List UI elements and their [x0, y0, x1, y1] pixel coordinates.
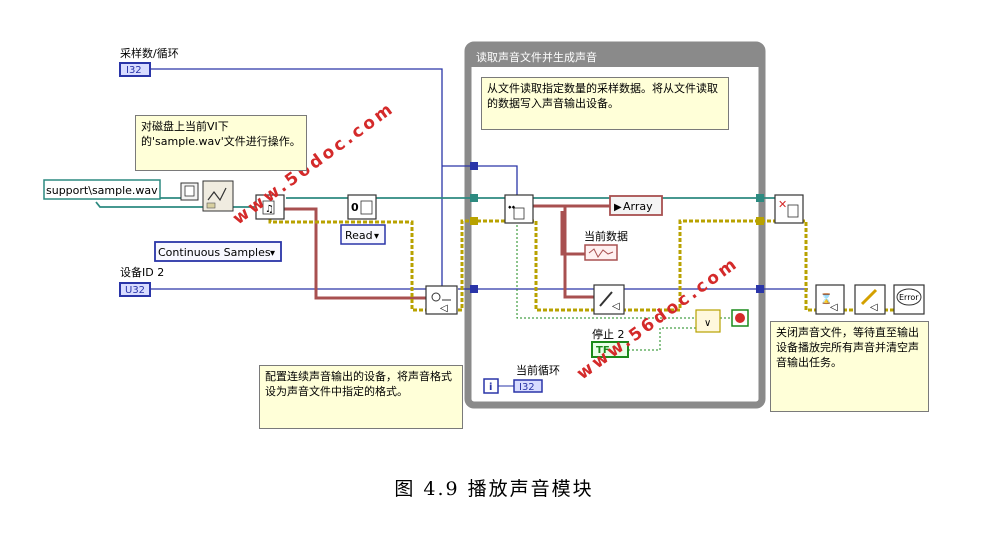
file-note: 对磁盘上当前VI下的'sample.wav'文件进行操作。 [135, 115, 307, 171]
svg-text:I32: I32 [519, 382, 535, 393]
svg-text:⬩⬩: ⬩⬩ [508, 202, 516, 213]
svg-text:♫: ♫ [265, 204, 274, 215]
svg-text:0: 0 [351, 201, 359, 214]
stop-label: 停止 2 [592, 327, 625, 341]
close-note: 关闭声音文件，等待直至输出设备播放完所有声音并清空声音输出任务。 [770, 321, 929, 412]
svg-text:TF: TF [596, 345, 610, 356]
waveform-icon: ▶ [614, 202, 622, 213]
svg-text:I32: I32 [126, 65, 142, 76]
chevron-down-icon: ▾ [270, 248, 275, 259]
current-data-label: 当前数据 [584, 229, 628, 243]
sound-file-read-node[interactable]: ⬩⬩ [504, 194, 534, 224]
read-mode-ring[interactable]: Read ▾ [340, 224, 386, 245]
current-vi-path-node[interactable] [180, 182, 199, 201]
file-path-constant[interactable]: support\sample.wav [43, 179, 161, 200]
svg-text:i: i [489, 382, 492, 393]
samples-per-loop-terminal[interactable]: I32 [119, 62, 151, 77]
sound-file-close-node[interactable]: ✕ [774, 194, 804, 224]
figure-caption: 图 4.9 播放声音模块 [394, 478, 594, 500]
svg-text:U32: U32 [125, 285, 145, 296]
sound-output-write-node[interactable]: ◁ [593, 284, 625, 315]
device-id-label: 设备ID 2 [120, 265, 164, 279]
speaker-icon: ◁ [830, 302, 838, 313]
svg-text:∨: ∨ [704, 318, 711, 329]
sample-mode-enum[interactable]: Continuous Samples ▾ [154, 241, 282, 262]
sound-file-info-node[interactable]: 0 [347, 194, 377, 220]
file-path-text: support\sample.wav [46, 184, 158, 197]
loop-tunnels [470, 162, 764, 293]
simple-error-handler[interactable]: Error [893, 284, 925, 315]
loop-note: 从文件读取指定数量的采样数据。将从文件读取的数据写入声音输出设备。 [481, 77, 729, 130]
iteration-terminal[interactable]: i I32 [483, 378, 543, 394]
sample-mode-text: Continuous Samples [158, 246, 271, 259]
hourglass-icon: ⌛ [820, 292, 832, 305]
sound-output-configure-node[interactable]: ◁ [425, 285, 458, 315]
sound-file-open-node[interactable]: ♫ [255, 194, 285, 220]
current-loop-label: 当前循环 [516, 363, 560, 377]
wire-boolean [516, 221, 734, 351]
stop-button-terminal[interactable]: TF [591, 341, 629, 358]
close-icon: ✕ [778, 198, 787, 211]
svg-text:Error: Error [899, 293, 919, 302]
loop-condition-terminal[interactable] [731, 309, 749, 327]
or-function[interactable]: ∨ [695, 309, 721, 333]
loop-title: 读取声音文件并生成声音 [476, 50, 597, 64]
read-mode-text: Read [345, 229, 373, 242]
array-indicator[interactable]: ▶ Array [609, 195, 663, 216]
config-note: 配置连续声音输出的设备，将声音格式设为声音文件中指定的格式。 [259, 365, 463, 429]
build-path-node[interactable] [202, 180, 234, 212]
samples-per-loop-label: 采样数/循环 [120, 46, 179, 60]
chevron-down-icon: ▾ [374, 231, 379, 242]
sound-output-wait-node[interactable]: ⌛ ◁ [815, 284, 845, 315]
wire-numeric [150, 68, 808, 290]
wire-refnum [283, 204, 610, 300]
speaker-icon: ◁ [440, 303, 448, 314]
current-data-terminal[interactable] [584, 244, 618, 261]
speaker-icon: ◁ [612, 301, 620, 312]
array-label: Array [623, 200, 653, 213]
speaker-icon: ◁ [870, 302, 878, 313]
sound-output-clear-node[interactable]: ◁ [854, 284, 886, 315]
device-id-terminal[interactable]: U32 [119, 282, 151, 297]
